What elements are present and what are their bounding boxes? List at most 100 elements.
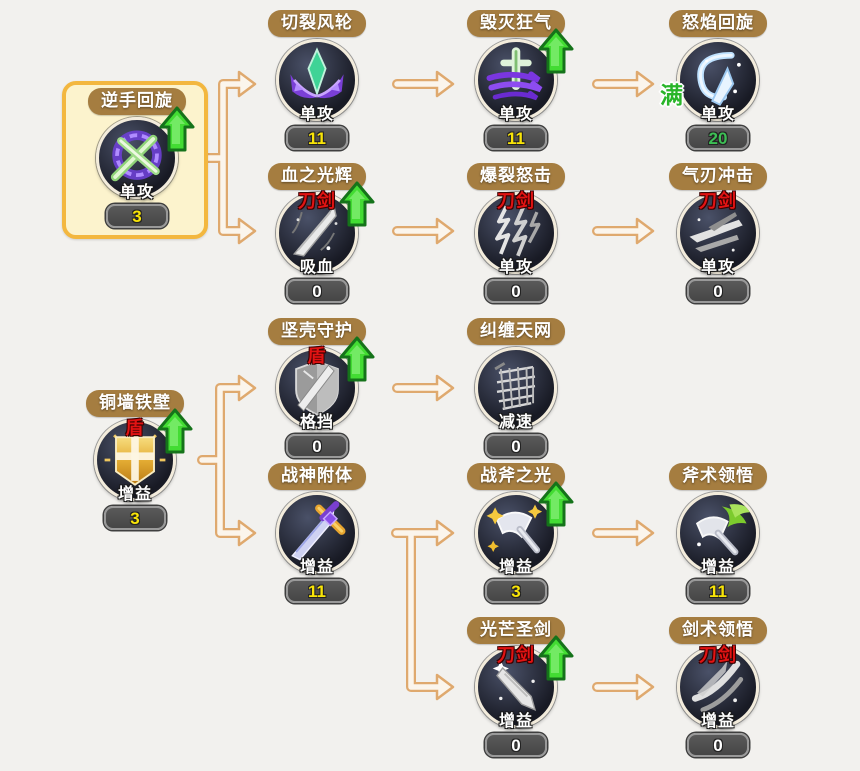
shell-guard-icon xyxy=(279,350,355,426)
skill-node-xuezhiguanghui[interactable]: 血之光辉 刀剑 吸血 0 xyxy=(247,163,387,303)
skill-title-banner: 纠缠天网 xyxy=(446,318,586,345)
skill-title-banner: 怒焰回旋 xyxy=(648,10,788,37)
holy-sword-icon xyxy=(478,649,554,725)
skill-title: 斧术领悟 xyxy=(669,463,767,490)
skill-level-badge: 0 xyxy=(286,434,348,458)
skill-category-label: 单攻 xyxy=(119,184,154,201)
skill-node-zhanfuzhiguang[interactable]: 战斧之光 增益 3 xyxy=(446,463,586,603)
skill-category-label: 增益 xyxy=(498,713,533,730)
skill-category-label: 增益 xyxy=(700,713,735,730)
skill-title: 铜墙铁壁 xyxy=(86,390,184,417)
skill-node-jiuchantianwang[interactable]: 纠缠天网 减速 0 xyxy=(446,318,586,458)
skill-icon-circle[interactable] xyxy=(475,646,557,728)
skill-title: 坚壳守护 xyxy=(268,318,366,345)
skill-node-nishouhuixuan[interactable]: 逆手回旋 单攻 3 xyxy=(62,81,208,239)
skill-node-guangmangshengjian[interactable]: 光芒圣剑 刀剑 增益 0 xyxy=(446,617,586,757)
skill-title: 逆手回旋 xyxy=(88,88,186,115)
skill-level-value: 0 xyxy=(511,436,521,456)
skill-category-label: 单攻 xyxy=(299,106,334,123)
skill-node-fushulingwu[interactable]: 斧术领悟 增益 11 xyxy=(648,463,788,603)
skill-title: 剑术领悟 xyxy=(669,617,767,644)
upgrade-available-icon xyxy=(538,635,574,681)
skill-level-value: 3 xyxy=(132,206,142,226)
skill-level-value: 0 xyxy=(511,735,521,755)
upgrade-available-icon xyxy=(339,336,375,382)
skill-category-label: 单攻 xyxy=(700,106,735,123)
skill-icon-circle[interactable] xyxy=(677,492,759,574)
weapon-type-label: 刀剑 xyxy=(298,191,336,211)
weapon-type-label: 刀剑 xyxy=(699,191,737,211)
skill-title: 战神附体 xyxy=(268,463,366,490)
skill-level-value: 11 xyxy=(507,128,525,148)
skill-title-banner: 战斧之光 xyxy=(446,463,586,490)
skill-category-label: 增益 xyxy=(117,486,152,503)
skill-title: 纠缠天网 xyxy=(467,318,565,345)
skill-icon-circle[interactable] xyxy=(276,39,358,121)
skill-level-value: 11 xyxy=(308,581,326,601)
skill-category-label: 增益 xyxy=(498,559,533,576)
skill-category-label: 吸血 xyxy=(299,259,334,276)
skill-node-jiankeshouhu[interactable]: 坚壳守护 盾 格挡 0 xyxy=(247,318,387,458)
skill-node-tongqiangtiebi[interactable]: 铜墙铁壁 盾 增益 3 xyxy=(65,390,205,530)
skill-icon-circle[interactable] xyxy=(276,347,358,429)
skill-level-badge: 0 xyxy=(485,279,547,303)
skill-title: 气刃冲击 xyxy=(669,163,767,190)
upgrade-available-icon xyxy=(538,28,574,74)
skill-title-banner: 气刃冲击 xyxy=(648,163,788,190)
skill-icon-circle[interactable] xyxy=(677,192,759,274)
skill-node-baolienuji[interactable]: 爆裂怒击 刀剑 单攻 0 xyxy=(446,163,586,303)
weapon-type-label: 盾 xyxy=(307,346,327,366)
blood-sword-icon xyxy=(279,195,355,271)
wind-wheel-icon xyxy=(279,42,355,118)
skill-title-banner: 爆裂怒击 xyxy=(446,163,586,190)
upgrade-available-icon xyxy=(538,481,574,527)
skill-level-value: 0 xyxy=(511,281,521,301)
skill-category-label: 增益 xyxy=(700,559,735,576)
skill-title: 怒焰回旋 xyxy=(669,10,767,37)
skill-node-zhanshenfuti[interactable]: 战神附体 增益 11 xyxy=(247,463,387,603)
skill-node-qieliefenglun[interactable]: 切裂风轮 单攻 11 xyxy=(247,10,387,150)
burst-claw-icon xyxy=(478,195,554,271)
axe-mastery-icon xyxy=(680,495,756,571)
skill-node-jianshulingwu[interactable]: 剑术领悟 刀剑 增益 0 xyxy=(648,617,788,757)
skill-icon-circle[interactable] xyxy=(475,347,557,429)
sword-mastery-icon xyxy=(680,649,756,725)
skill-level-value: 3 xyxy=(130,508,140,528)
rage-spiral-icon xyxy=(680,42,756,118)
skill-level-badge: 11 xyxy=(286,579,348,603)
skill-level-badge: 0 xyxy=(485,434,547,458)
skill-level-badge: 3 xyxy=(106,204,168,228)
skill-level-badge: 0 xyxy=(286,279,348,303)
upgrade-available-icon xyxy=(159,106,195,152)
upgrade-available-icon xyxy=(157,408,193,454)
skill-title-banner: 斧术领悟 xyxy=(648,463,788,490)
skill-title: 战斧之光 xyxy=(467,463,565,490)
skill-node-nuyanhuixuan[interactable]: 怒焰回旋 满 单攻 20 xyxy=(648,10,788,150)
skill-icon-circle[interactable] xyxy=(96,117,178,199)
weapon-type-label: 盾 xyxy=(125,418,145,438)
skill-icon-circle[interactable] xyxy=(276,492,358,574)
skill-title: 爆裂怒击 xyxy=(467,163,565,190)
skill-icon-circle[interactable] xyxy=(475,492,557,574)
skill-icon-circle[interactable] xyxy=(276,192,358,274)
skill-icon-circle[interactable] xyxy=(677,646,759,728)
skill-level-badge: 11 xyxy=(485,126,547,150)
skill-icon-circle[interactable] xyxy=(94,419,176,501)
max-level-label: 满 xyxy=(660,82,683,108)
weapon-type-label: 刀剑 xyxy=(699,645,737,665)
skill-icon-circle[interactable] xyxy=(677,39,759,121)
skill-level-value: 3 xyxy=(511,581,521,601)
skill-level-badge: 3 xyxy=(485,579,547,603)
skill-title-banner: 剑术领悟 xyxy=(648,617,788,644)
connector-fills xyxy=(199,81,641,690)
skill-node-qirenchongji[interactable]: 气刃冲击 刀剑 单攻 0 xyxy=(648,163,788,303)
skill-icon-circle[interactable] xyxy=(475,192,557,274)
skill-category-label: 单攻 xyxy=(498,259,533,276)
skill-level-value: 11 xyxy=(709,581,727,601)
skill-node-huimiekuangqi[interactable]: 毁灭狂气 单攻 11 xyxy=(446,10,586,150)
skill-level-badge: 11 xyxy=(286,126,348,150)
skill-category-label: 单攻 xyxy=(700,259,735,276)
destruction-icon xyxy=(478,42,554,118)
skill-icon-circle[interactable] xyxy=(475,39,557,121)
